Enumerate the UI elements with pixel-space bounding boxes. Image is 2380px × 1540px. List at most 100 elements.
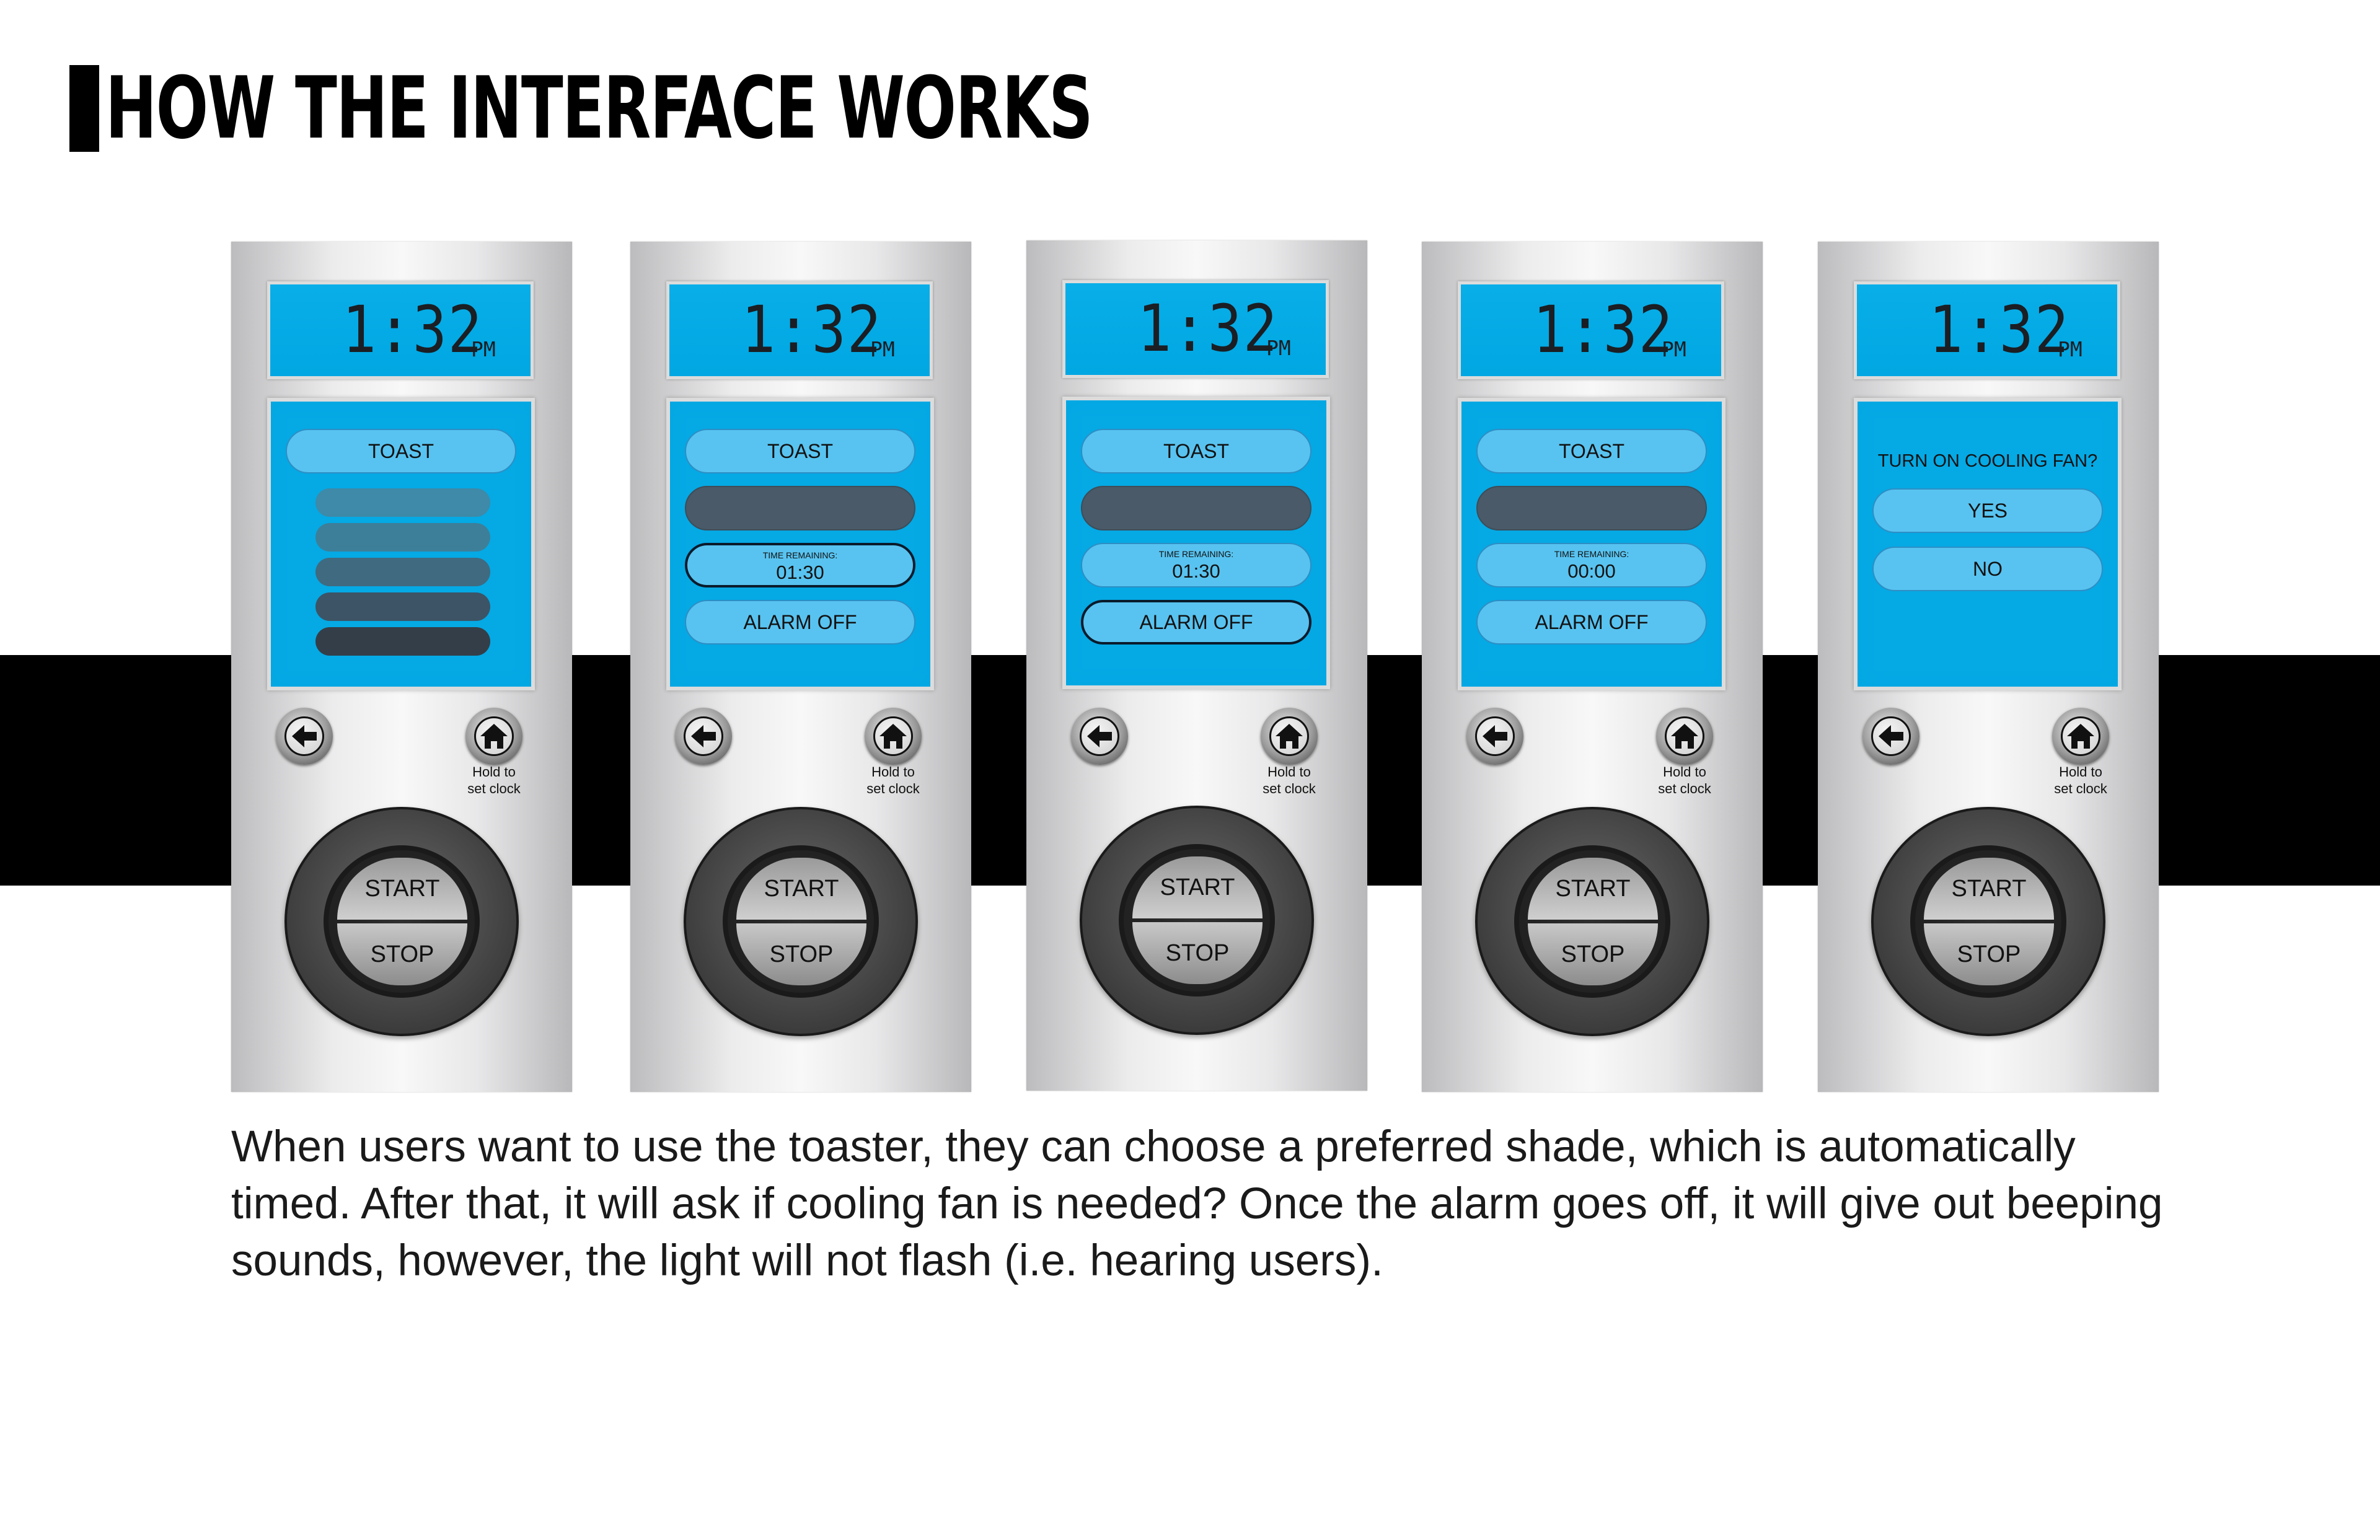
shade-option-4[interactable] <box>315 592 490 621</box>
start-button[interactable]: START <box>337 858 467 920</box>
time-remaining-label: TIME REMAINING: <box>1554 549 1629 559</box>
back-button[interactable] <box>1071 708 1128 765</box>
hold-to-set-clock-label: Hold to set clock <box>1641 763 1728 797</box>
stop-button[interactable]: STOP <box>1924 923 2054 985</box>
mode-label: TOAST <box>1163 439 1230 462</box>
remote-shade-select: 1:32 PM TOAST Hold to set clock START ST… <box>231 242 572 1092</box>
no-button[interactable]: NO <box>1872 547 2103 591</box>
touch-screen: TOAST <box>267 398 535 690</box>
back-button[interactable] <box>675 708 732 765</box>
clock-display: 1:32 PM <box>666 281 933 379</box>
page-heading: HOW THE INTERFACE WORKS <box>69 62 1476 155</box>
touch-screen: TURN ON COOLING FAN? YES NO <box>1854 398 2122 690</box>
back-button[interactable] <box>1466 708 1523 765</box>
hold-line-2: set clock <box>1658 781 1711 796</box>
hold-line-2: set clock <box>467 781 521 796</box>
home-icon <box>879 724 907 749</box>
page-title: HOW THE INTERFACE WORKS <box>105 58 1093 158</box>
clock-ampm: PM <box>870 337 895 361</box>
mode-label: TOAST <box>368 439 434 462</box>
dial-inner-ring: START STOP <box>1910 845 2066 998</box>
back-arrow-icon <box>1483 725 1507 747</box>
title-accent-bar <box>69 65 99 152</box>
clock-ampm: PM <box>1266 336 1291 360</box>
home-icon <box>1671 724 1698 749</box>
stop-button[interactable]: STOP <box>736 923 866 985</box>
stop-button[interactable]: STOP <box>1132 922 1263 984</box>
time-remaining-value: 01:30 <box>776 561 824 583</box>
alarm-label: ALARM OFF <box>743 610 857 633</box>
clock-time: 1:32 <box>1137 291 1279 366</box>
back-button[interactable] <box>276 708 333 765</box>
time-remaining-display[interactable]: TIME REMAINING: 01:30 <box>1081 543 1311 587</box>
stop-button[interactable]: STOP <box>337 923 467 985</box>
home-button[interactable] <box>865 708 922 765</box>
back-button[interactable] <box>1862 708 1919 765</box>
yes-button[interactable]: YES <box>1872 488 2103 533</box>
hold-to-set-clock-label: Hold to set clock <box>1246 763 1333 797</box>
mode-label: TOAST <box>1558 439 1625 462</box>
time-remaining-display[interactable]: TIME REMAINING: 01:30 <box>685 543 915 587</box>
hold-line-2: set clock <box>1263 781 1316 796</box>
alarm-toggle-button[interactable]: ALARM OFF <box>685 600 915 645</box>
mode-button-toast[interactable]: TOAST <box>1081 429 1311 473</box>
hold-line-1: Hold to <box>472 764 516 780</box>
back-arrow-icon <box>1879 725 1903 747</box>
start-button[interactable]: START <box>1528 858 1658 920</box>
home-icon <box>480 724 508 749</box>
back-arrow-icon <box>1087 725 1112 747</box>
description-line-1: When users want to use the toaster, they… <box>231 1122 2076 1171</box>
alarm-label: ALARM OFF <box>1535 610 1649 633</box>
home-button[interactable] <box>2052 708 2109 765</box>
start-button[interactable]: START <box>1132 856 1263 918</box>
mode-button-toast[interactable]: TOAST <box>1476 429 1707 473</box>
selected-shade-bar <box>1476 486 1707 530</box>
description-line-3: sounds, however, the light will not flas… <box>231 1236 1383 1285</box>
shade-option-2[interactable] <box>315 523 490 552</box>
start-stop-dial: START STOP <box>284 807 519 1036</box>
selected-shade-bar <box>1081 486 1311 530</box>
time-remaining-label: TIME REMAINING: <box>1158 549 1234 559</box>
mode-button-toast[interactable]: TOAST <box>685 429 915 473</box>
clock-display: 1:32 PM <box>1062 280 1329 378</box>
stop-button[interactable]: STOP <box>1528 923 1658 985</box>
mode-button-toast[interactable]: TOAST <box>286 429 516 473</box>
dial-inner-ring: START STOP <box>1514 845 1670 998</box>
start-stop-dial: START STOP <box>1080 806 1314 1035</box>
home-button[interactable] <box>1261 708 1318 765</box>
alarm-toggle-button[interactable]: ALARM OFF <box>1476 600 1707 645</box>
selected-shade-bar <box>685 486 915 530</box>
back-arrow-icon <box>691 725 716 747</box>
home-button[interactable] <box>465 708 522 765</box>
remote-timer-finished: 1:32 PM TOAST TIME REMAINING: 00:00 ALAR… <box>1422 242 1763 1092</box>
hold-line-1: Hold to <box>2059 764 2102 780</box>
yes-label: YES <box>1967 499 2008 522</box>
start-stop-dial: START STOP <box>1475 807 1709 1036</box>
hold-to-set-clock-label: Hold to set clock <box>850 763 937 797</box>
start-stop-dial: START STOP <box>684 807 918 1036</box>
alarm-label: ALARM OFF <box>1139 610 1253 633</box>
time-remaining-display[interactable]: TIME REMAINING: 00:00 <box>1476 543 1707 587</box>
start-button[interactable]: START <box>736 858 866 920</box>
clock-ampm: PM <box>1662 337 1686 361</box>
hold-line-1: Hold to <box>871 764 915 780</box>
home-icon <box>2067 724 2094 749</box>
description-text: When users want to use the toaster, they… <box>231 1119 2215 1290</box>
clock-time: 1:32 <box>1929 292 2070 367</box>
home-button[interactable] <box>1656 708 1713 765</box>
mode-label: TOAST <box>767 439 834 462</box>
clock-ampm: PM <box>2058 337 2082 361</box>
start-button[interactable]: START <box>1924 858 2054 920</box>
shade-option-1[interactable] <box>315 488 490 517</box>
alarm-toggle-button[interactable]: ALARM OFF <box>1081 600 1311 645</box>
shade-option-5[interactable] <box>315 627 490 656</box>
remote-cooling-fan-prompt: 1:32 PM TURN ON COOLING FAN? YES NO Hold… <box>1818 242 2159 1092</box>
shade-option-3[interactable] <box>315 558 490 586</box>
cooling-fan-question: TURN ON COOLING FAN? <box>1877 451 2098 471</box>
clock-time: 1:32 <box>1533 292 1674 367</box>
hold-line-2: set clock <box>2054 781 2107 796</box>
description-line-2: timed. After that, it will ask if coolin… <box>231 1179 2163 1228</box>
dial-inner-ring: START STOP <box>324 845 480 998</box>
clock-ampm: PM <box>471 337 496 361</box>
touch-screen: TOAST TIME REMAINING: 00:00 ALARM OFF <box>1458 398 1726 690</box>
